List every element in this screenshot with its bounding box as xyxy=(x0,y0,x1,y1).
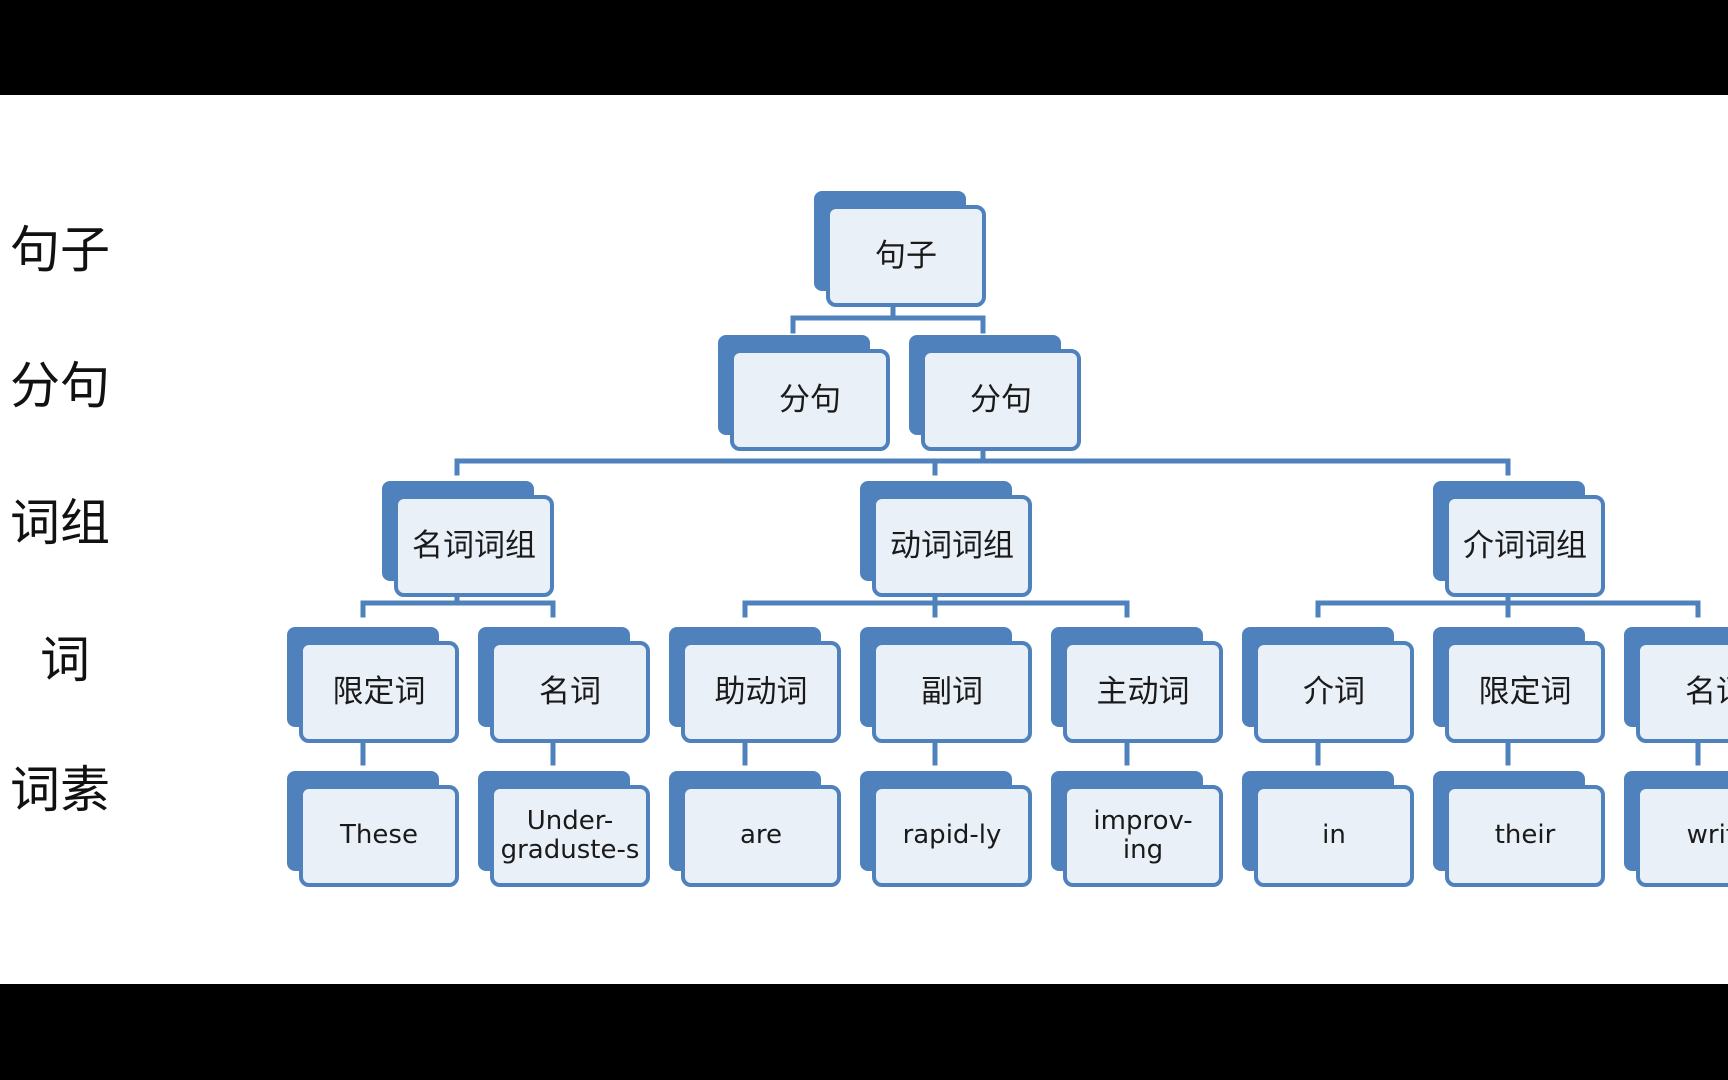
node-phrase-noun: 名词词组 xyxy=(382,481,554,599)
node-label: These xyxy=(340,820,418,851)
node-label: in xyxy=(1322,820,1346,851)
node-morpheme-8: writ- xyxy=(1624,771,1728,889)
node-morpheme-6: in xyxy=(1242,771,1414,889)
node-label: 分句 xyxy=(970,381,1032,418)
node-label: their xyxy=(1494,820,1556,851)
node-label: 句子 xyxy=(875,237,937,274)
node-label: 分句 xyxy=(779,381,841,418)
level-label-sentence: 句子 xyxy=(10,221,110,279)
node-morpheme-4: rapid-ly xyxy=(860,771,1032,889)
node-label: rapid-ly xyxy=(902,820,1002,851)
node-label: writ- xyxy=(1686,820,1728,851)
node-morpheme-3: are xyxy=(669,771,841,889)
node-label: 名词词组 xyxy=(412,527,536,564)
node-word-3: 助动词 xyxy=(669,627,841,745)
node-morpheme-2: Under- graduste-s xyxy=(478,771,650,889)
node-phrase-prep: 介词词组 xyxy=(1433,481,1605,599)
node-word-5: 主动词 xyxy=(1051,627,1223,745)
node-label: 名词 xyxy=(1685,673,1728,710)
node-label: 限定词 xyxy=(332,673,426,710)
node-phrase-verb: 动词词组 xyxy=(860,481,1032,599)
node-word-6: 介词 xyxy=(1242,627,1414,745)
node-label: 主动词 xyxy=(1096,673,1190,710)
node-morpheme-1: These xyxy=(287,771,459,889)
node-label: are xyxy=(739,820,783,851)
level-label-clause: 分句 xyxy=(10,357,110,415)
node-label: 动词词组 xyxy=(890,527,1014,564)
node-morpheme-7: their xyxy=(1433,771,1605,889)
node-clause-1: 分句 xyxy=(718,335,890,453)
node-morpheme-5: improv- ing xyxy=(1051,771,1223,889)
connector-words xyxy=(360,732,1701,766)
node-label: 名词 xyxy=(539,673,601,710)
node-clause-2: 分句 xyxy=(909,335,1081,453)
node-label: Under- graduste-s xyxy=(500,805,640,865)
node-word-4: 副词 xyxy=(860,627,1032,745)
level-label-phrase: 词组 xyxy=(10,494,110,552)
node-label: 助动词 xyxy=(714,673,808,710)
slide: 句子 分句 词组 词 词素 句子 分句 分句 名词词组 动词词组 介词词组 限定… xyxy=(0,95,1728,984)
node-label: 副词 xyxy=(921,673,983,710)
node-label: 限定词 xyxy=(1478,673,1572,710)
node-word-1: 限定词 xyxy=(287,627,459,745)
node-sentence: 句子 xyxy=(814,191,986,309)
node-label: 介词 xyxy=(1303,673,1365,710)
node-label: improv- ing xyxy=(1093,805,1193,865)
node-label: 介词词组 xyxy=(1463,527,1587,564)
node-word-8: 名词 xyxy=(1624,627,1728,745)
level-label-morpheme: 词素 xyxy=(10,761,110,819)
node-word-7: 限定词 xyxy=(1433,627,1605,745)
node-word-2: 名词 xyxy=(478,627,650,745)
level-label-word: 词 xyxy=(40,631,90,689)
